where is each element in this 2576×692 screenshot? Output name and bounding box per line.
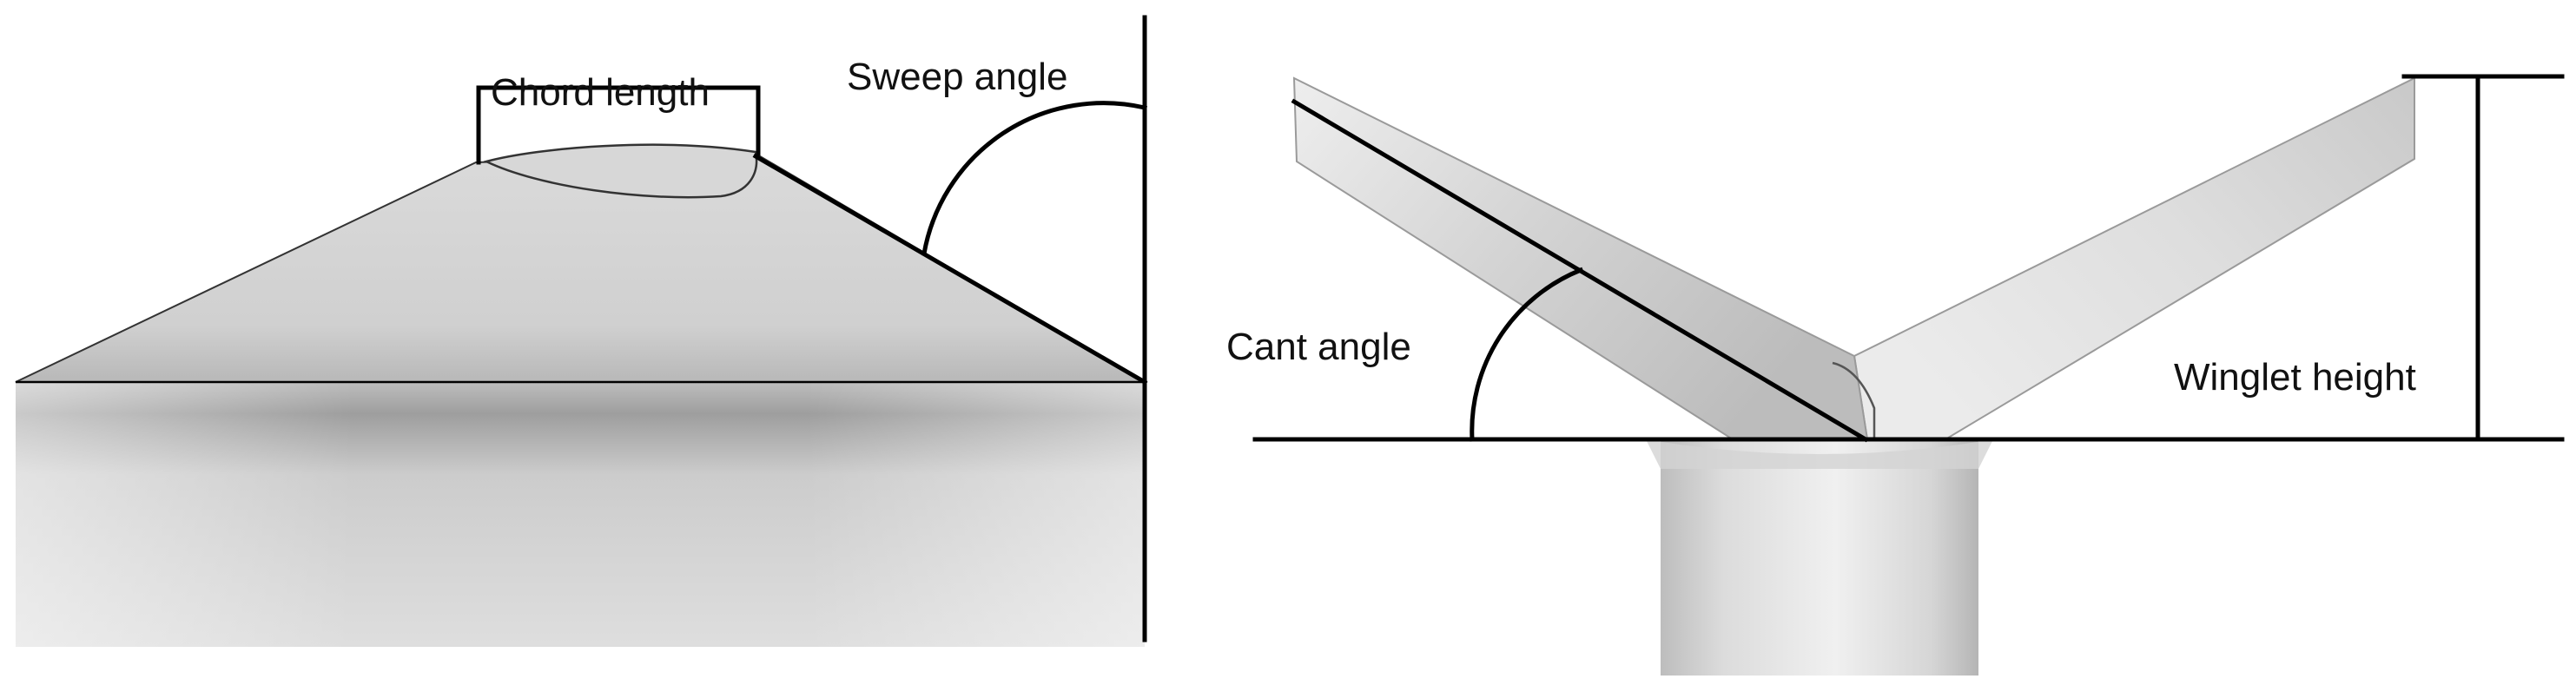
swept-edge-line — [752, 153, 1148, 386]
winglet-height-dimension — [2401, 74, 2565, 442]
root-seam — [1832, 361, 1876, 439]
chord-length-label: Chord length — [491, 71, 710, 114]
cant-angle-arc — [1470, 267, 1584, 442]
support-shaft — [1661, 439, 1978, 676]
sweep-angle-arc — [921, 101, 1147, 256]
shaft-collar — [1646, 439, 1993, 469]
front-view-panel: Cant angle Winglet height — [1226, 74, 2565, 676]
cant-angle-label: Cant angle — [1226, 326, 1411, 368]
sweep-angle-label: Sweep angle — [847, 56, 1067, 98]
left-winglet-arm — [1292, 76, 1869, 440]
wing-body-highlight — [16, 382, 1145, 647]
airfoil-section — [483, 143, 758, 199]
winglet-height-label: Winglet height — [2174, 356, 2416, 399]
top-view-panel: Chord length Sweep angle — [15, 15, 1148, 647]
chord-length-bracket — [476, 85, 761, 165]
